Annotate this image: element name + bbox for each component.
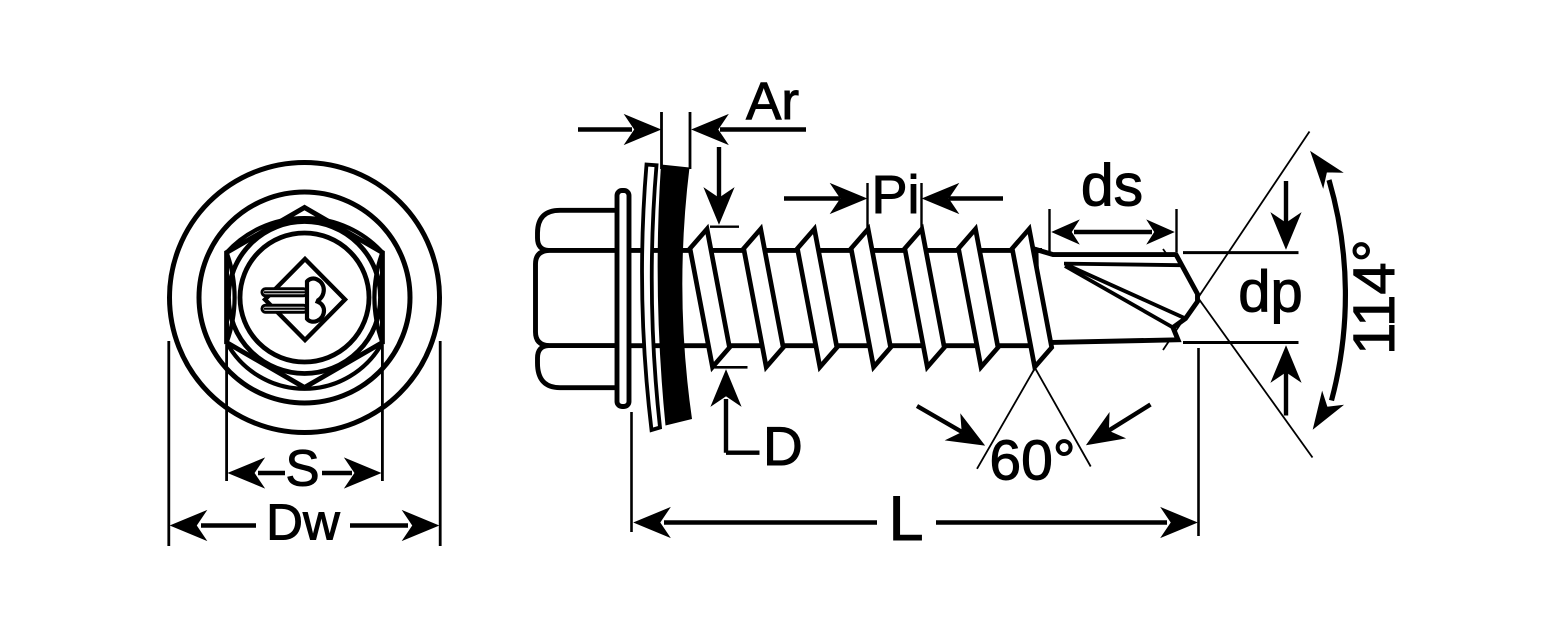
svg-text:D: D	[763, 415, 803, 477]
svg-text:Dw: Dw	[266, 494, 340, 551]
svg-text:L: L	[888, 484, 923, 554]
svg-text:114°: 114°	[1342, 239, 1407, 355]
svg-text:Pi: Pi	[871, 165, 919, 225]
svg-text:ds: ds	[1081, 153, 1143, 219]
svg-text:60°: 60°	[989, 429, 1075, 493]
svg-text:dp: dp	[1238, 260, 1303, 325]
svg-text:S: S	[285, 440, 319, 497]
svg-text:Ar: Ar	[746, 72, 799, 131]
